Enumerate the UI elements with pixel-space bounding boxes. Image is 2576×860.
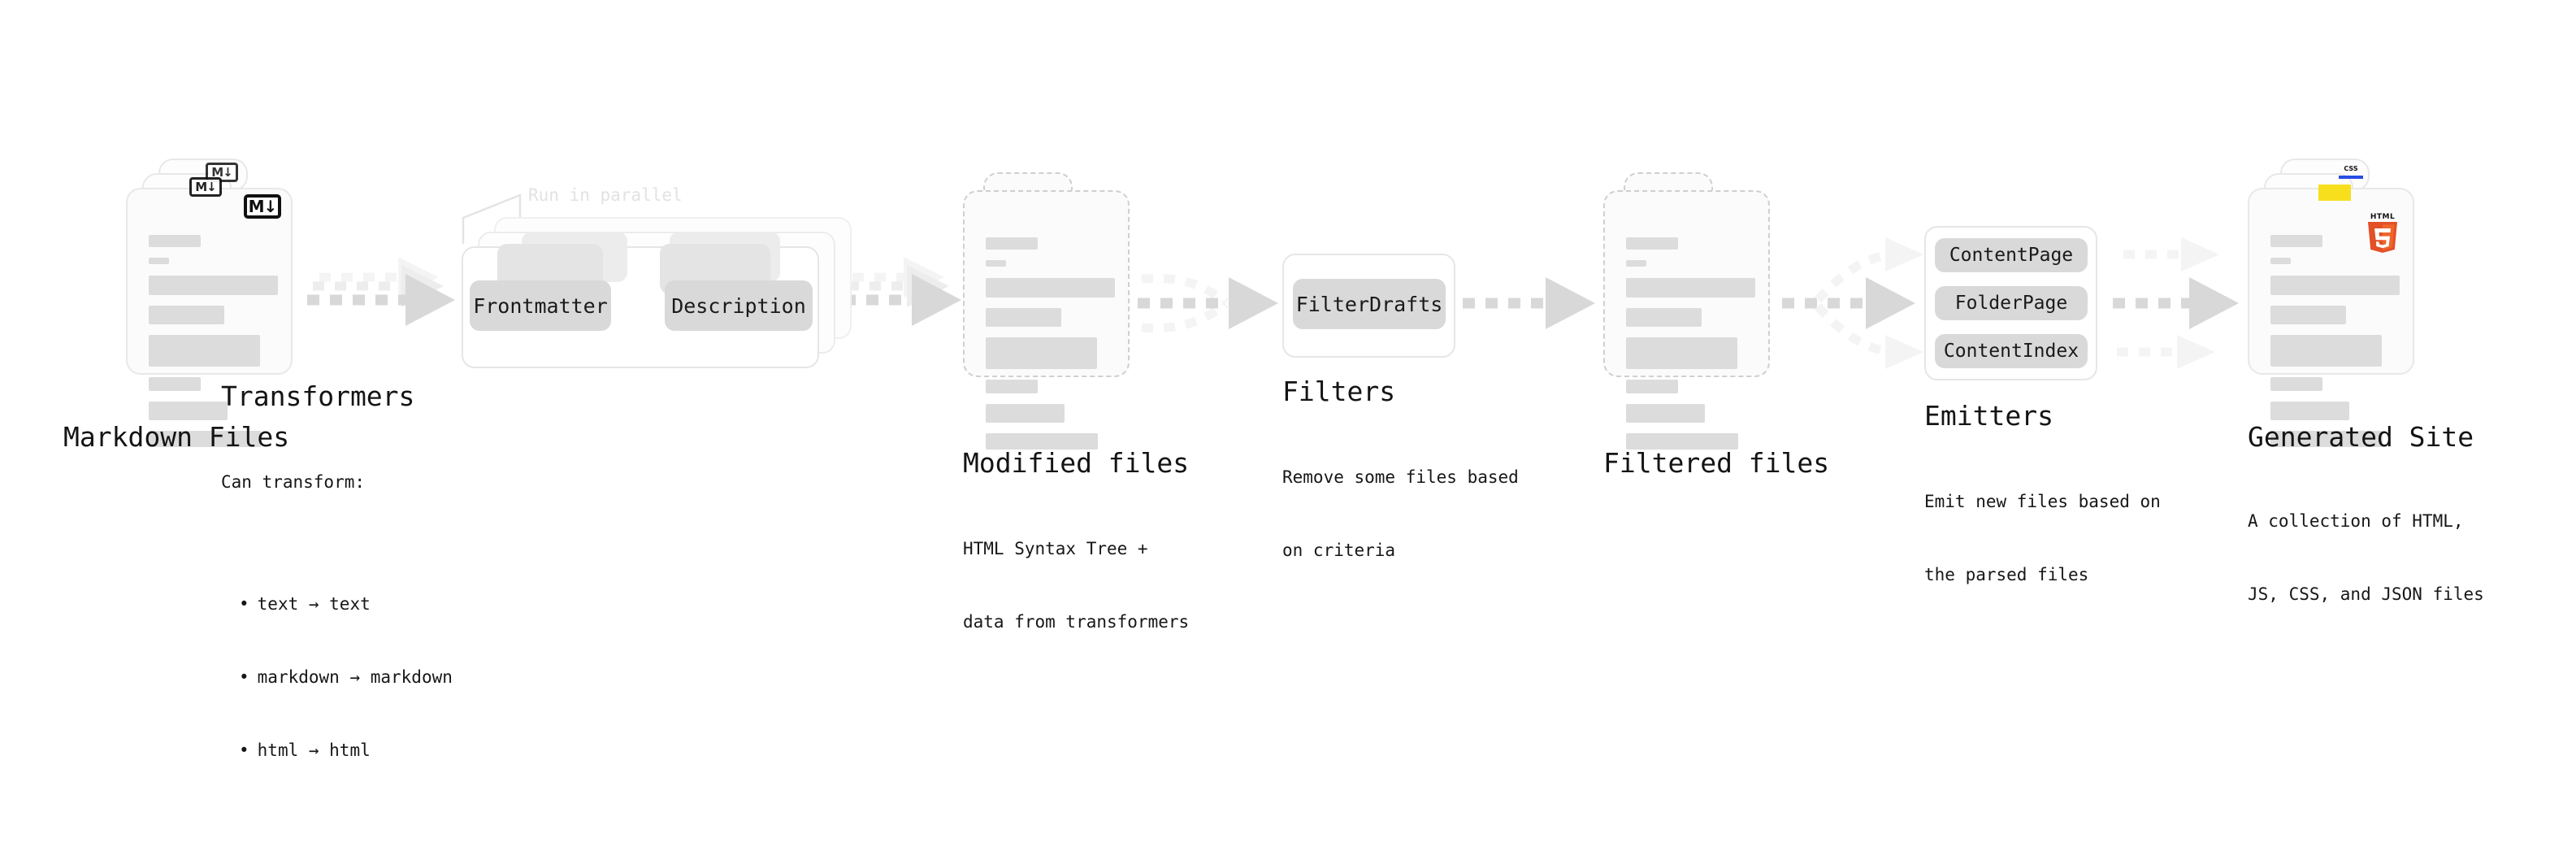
modified-files-description-line-1: data from transformers xyxy=(963,612,1190,632)
transformers-bullet-1: markdown → markdown xyxy=(239,665,453,689)
filters-description-line-0: Remove some files based xyxy=(1282,467,1519,487)
filters-description-line-1: on criteria xyxy=(1282,541,1396,560)
markdown-icon-glyph: M↓ xyxy=(248,197,278,216)
generated-site-stack: CSS HTML xyxy=(2248,159,2414,447)
markdown-files-title: Markdown Files xyxy=(63,421,290,453)
chip-contentindex[interactable]: ContentIndex xyxy=(1935,334,2088,368)
generated-site-description-line-1: JS, CSS, and JSON files xyxy=(2248,584,2484,604)
filtered-files-title: Filtered files xyxy=(1603,447,1830,479)
connector-modified-to-filters xyxy=(1138,273,1278,333)
transformers-description: Can transform: text → text markdown → ma… xyxy=(221,421,453,860)
modified-files-title: Modified files xyxy=(963,447,1190,479)
site-file-card-front xyxy=(2248,188,2414,447)
html5-icon-label: HTML xyxy=(2370,213,2396,221)
site-file-content-lines xyxy=(2270,235,2400,458)
transformers-bullet-list: text → text markdown → markdown html → h… xyxy=(221,543,453,811)
emitters-description-line-1: the parsed files xyxy=(1924,565,2089,584)
generated-site-description: A collection of HTML, JS, CSS, and JSON … xyxy=(2248,460,2484,655)
transformers-title: Transformers xyxy=(221,380,415,412)
modified-file-card-front xyxy=(963,190,1130,450)
emitters-title: Emitters xyxy=(1924,400,2053,432)
transformers-bullet-0: text → text xyxy=(239,592,453,616)
filters-title: Filters xyxy=(1282,376,1396,407)
markdown-file-content-lines xyxy=(149,235,278,458)
markdown-icon-glyph-b2: M↓ xyxy=(211,164,232,180)
html5-icon-shield xyxy=(2368,222,2397,253)
connector-markdown-to-transformers xyxy=(307,257,455,326)
filters-description: Remove some files based on criteria xyxy=(1282,416,1519,611)
generated-site-title: Generated Site xyxy=(2248,421,2474,453)
html5-icon: HTML xyxy=(2366,213,2400,253)
css-icon: CSS xyxy=(2339,165,2363,179)
connector-emitters-to-site xyxy=(2113,237,2239,369)
transformers-description-intro: Can transform: xyxy=(221,472,366,492)
css-icon-label: CSS xyxy=(2344,165,2358,172)
chip-description[interactable]: Description xyxy=(665,280,813,331)
filtered-file-card-front xyxy=(1603,190,1770,450)
connector-filters-to-filtered xyxy=(1463,277,1595,329)
run-in-parallel-label: Run in parallel xyxy=(528,185,683,205)
modified-files-description-line-0: HTML Syntax Tree + xyxy=(963,539,1148,558)
markdown-icon-glyph-b1: M↓ xyxy=(195,179,216,194)
markdown-icon: M↓ xyxy=(244,194,281,219)
transformers-bullet-2: html → html xyxy=(239,738,453,762)
chip-filterdrafts[interactable]: FilterDrafts xyxy=(1293,279,1446,329)
pipeline-diagram: .dot { stroke:#d8d8d8; stroke-width:13; … xyxy=(0,0,2576,681)
js-icon xyxy=(2318,185,2351,201)
modified-file-content-lines xyxy=(986,237,1115,460)
generated-site-description-line-0: A collection of HTML, xyxy=(2248,511,2464,531)
connector-filtered-to-emitters xyxy=(1782,237,1923,369)
markdown-icon-back-1: M↓ xyxy=(189,177,222,197)
chip-contentpage[interactable]: ContentPage xyxy=(1935,238,2088,272)
emitters-description-line-0: Emit new files based on xyxy=(1924,492,2161,511)
markdown-file-card-front xyxy=(126,188,293,447)
emitters-description: Emit new files based on the parsed files xyxy=(1924,441,2161,636)
filtered-file-content-lines xyxy=(1626,237,1755,460)
modified-files-description: HTML Syntax Tree + data from transformer… xyxy=(963,488,1189,683)
chip-frontmatter[interactable]: Frontmatter xyxy=(470,280,611,331)
css-icon-bar xyxy=(2339,176,2363,179)
chip-folderpage[interactable]: FolderPage xyxy=(1935,286,2088,320)
